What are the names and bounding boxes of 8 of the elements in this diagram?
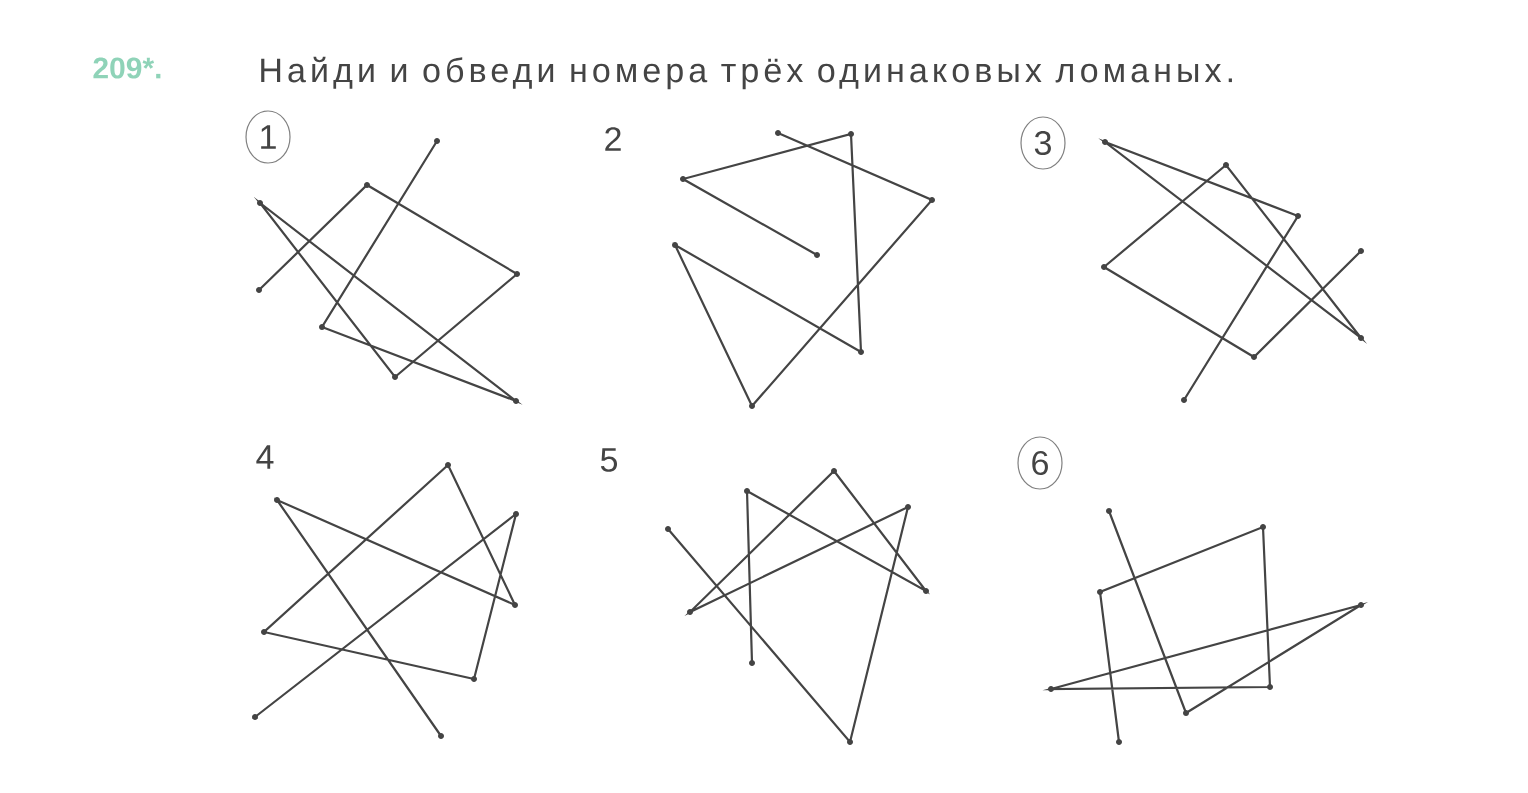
figure-number: 3 [1034, 130, 1051, 156]
task-number: 209*. [93, 57, 161, 79]
task-text: Найди и обведи номера трёх одинаковых ломаных. [261, 56, 1232, 90]
figure-number: 4 [256, 445, 274, 469]
figure-number: 2 [605, 127, 621, 151]
figure-number: 6 [1032, 450, 1048, 476]
figure-number: 5 [600, 448, 617, 472]
figure-number: 1 [261, 125, 276, 149]
